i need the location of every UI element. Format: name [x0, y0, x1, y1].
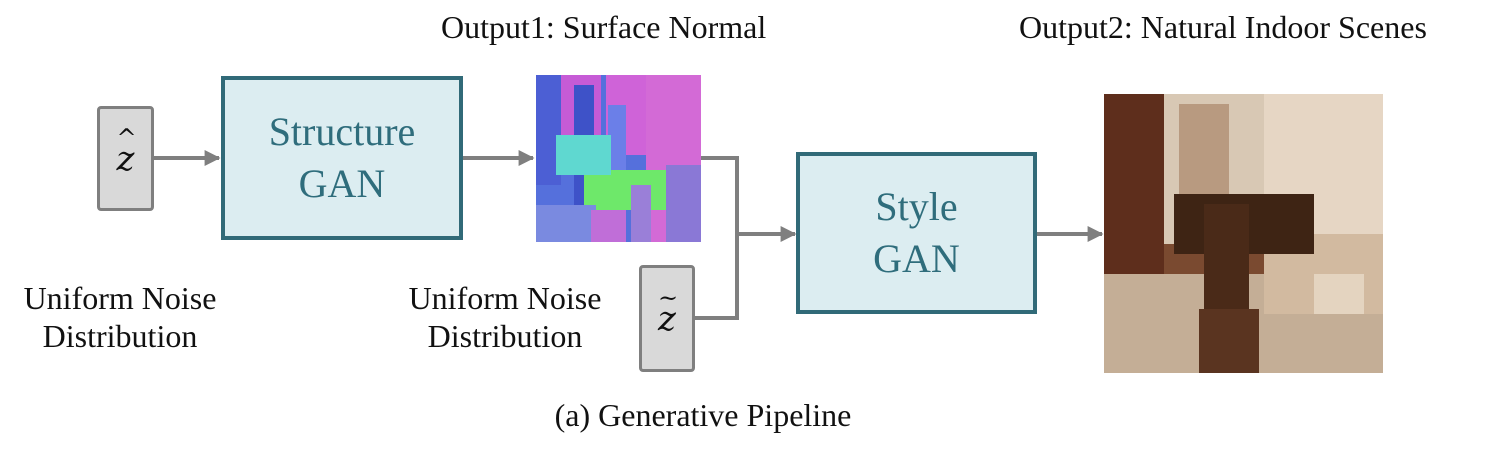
structure-gan-box: Structure GAN	[221, 76, 463, 240]
z-hat-symbol: ^z	[116, 123, 137, 179]
style-gan-box: Style GAN	[796, 152, 1037, 314]
structure-gan-line1: Structure	[268, 109, 416, 154]
style-gan-line2: GAN	[873, 236, 960, 281]
structure-gan-line2: GAN	[298, 161, 386, 206]
connector-normal-branch	[694, 156, 739, 320]
noise-z-tilde-box: ~z	[639, 265, 695, 372]
noise-z-hat-box: ^z	[97, 106, 154, 211]
noise1-caption: Uniform Noise Distribution	[23, 280, 217, 354]
surface-normal-image	[536, 75, 701, 242]
output2-label: Output2: Natural Indoor Scenes	[1019, 9, 1427, 45]
indoor-scene-image	[1104, 94, 1383, 373]
style-gan-line1: Style	[875, 184, 958, 229]
figure-caption: (a) Generative Pipeline	[554, 397, 852, 433]
z-tilde-symbol: ~z	[658, 283, 679, 339]
noise2-caption: Uniform Noise Distribution	[408, 280, 602, 354]
output1-label: Output1: Surface Normal	[441, 9, 767, 45]
